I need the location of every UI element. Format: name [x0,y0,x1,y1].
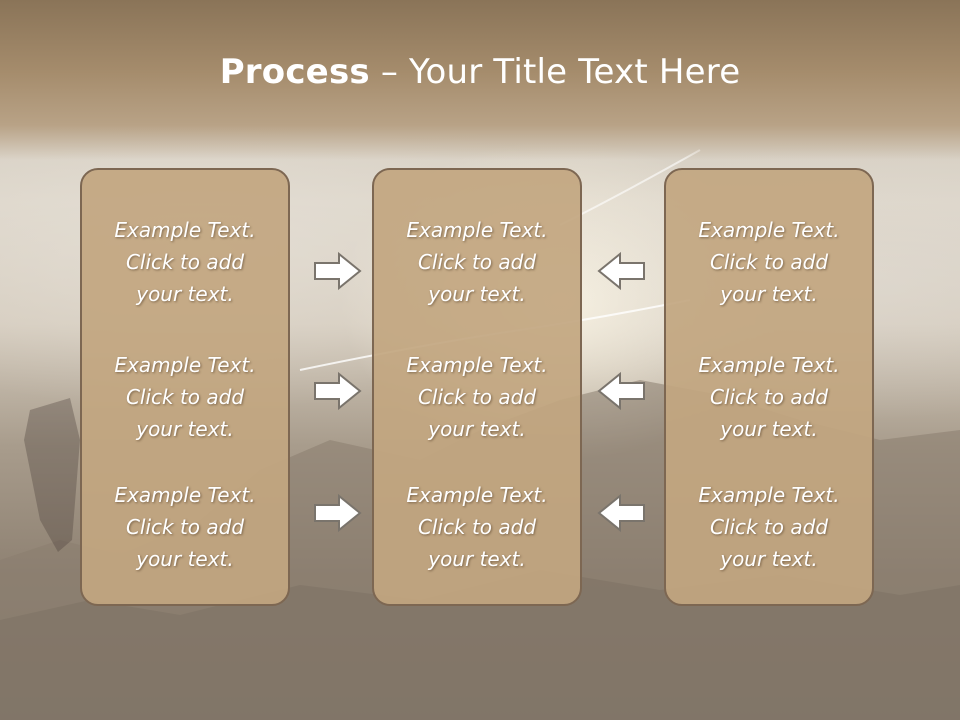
text-item[interactable]: Example Text. Click to add your text. [82,479,288,575]
title-strong: Process [219,52,370,92]
text-line: Example Text. [114,353,256,377]
text-line: Click to add [417,250,537,274]
text-line: your text. [136,282,234,306]
text-item[interactable]: Example Text. Click to add your text. [666,479,872,575]
text-line: Click to add [125,385,245,409]
slide-title[interactable]: Process – Your Title Text Here [0,52,960,92]
text-item[interactable]: Example Text. Click to add your text. [374,479,580,575]
text-line: your text. [428,547,526,571]
text-line: Example Text. [698,483,840,507]
text-line: Example Text. [406,483,548,507]
text-line: your text. [136,417,234,441]
text-line: your text. [720,547,818,571]
text-item[interactable]: Example Text. Click to add your text. [666,214,872,310]
text-line: your text. [428,417,526,441]
text-box-right[interactable]: Example Text. Click to add your text. Ex… [664,168,874,606]
text-line: your text. [720,282,818,306]
text-box-left[interactable]: Example Text. Click to add your text. Ex… [80,168,290,606]
text-line: Example Text. [114,218,256,242]
text-line: Example Text. [406,353,548,377]
title-rest: – Your Title Text Here [369,52,741,92]
left-arrow-icon [597,371,645,411]
text-item[interactable]: Example Text. Click to add your text. [666,349,872,445]
text-line: Example Text. [114,483,256,507]
left-arrow-icon [597,493,645,533]
text-line: Example Text. [698,353,840,377]
right-arrow-icon [314,493,362,533]
text-line: your text. [136,547,234,571]
right-arrow-icon [314,371,362,411]
text-line: Click to add [709,385,829,409]
text-item[interactable]: Example Text. Click to add your text. [374,214,580,310]
text-box-middle[interactable]: Example Text. Click to add your text. Ex… [372,168,582,606]
text-item[interactable]: Example Text. Click to add your text. [374,349,580,445]
text-line: Click to add [417,515,537,539]
text-item[interactable]: Example Text. Click to add your text. [82,214,288,310]
text-line: Click to add [125,250,245,274]
title-band [0,0,960,160]
text-line: Click to add [709,515,829,539]
left-arrow-icon [597,251,645,291]
text-line: Click to add [417,385,537,409]
text-line: Example Text. [406,218,548,242]
right-arrow-icon [314,251,362,291]
text-line: your text. [428,282,526,306]
text-item[interactable]: Example Text. Click to add your text. [82,349,288,445]
text-line: your text. [720,417,818,441]
text-line: Click to add [125,515,245,539]
text-line: Click to add [709,250,829,274]
text-line: Example Text. [698,218,840,242]
